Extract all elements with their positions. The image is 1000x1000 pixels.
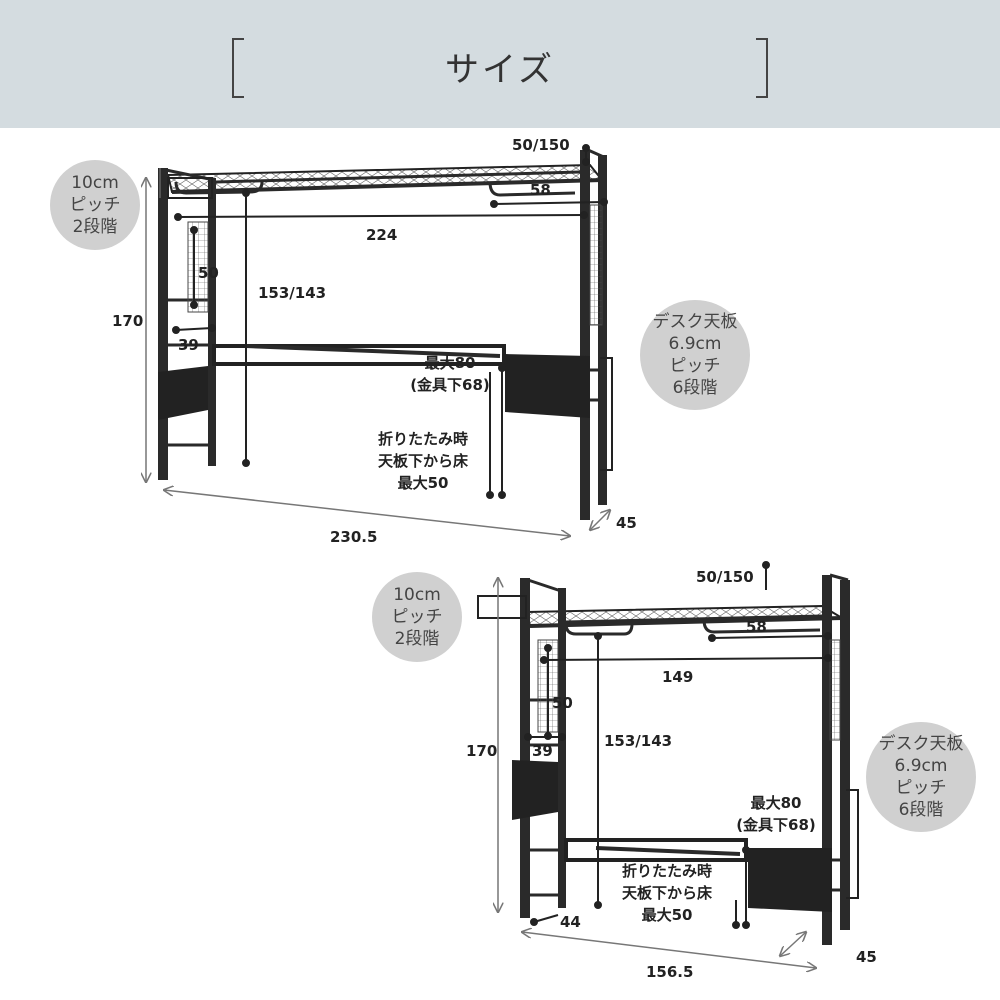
bottom-dim-156-5: 156.5 [646, 963, 694, 981]
bottom-dim-50-150: 50/150 [696, 568, 754, 586]
top-dim-50: 50 [198, 264, 219, 282]
header-band: サイズ [0, 0, 1000, 128]
top-dim-230-5: 230.5 [330, 528, 378, 546]
top-dim-39: 39 [178, 336, 199, 354]
page-title: サイズ [445, 50, 555, 90]
bottom-dim-50: 50 [552, 694, 573, 712]
bottom-arrow-lines [498, 578, 816, 968]
top-dim-170: 170 [112, 312, 144, 330]
bottom-dim-170: 170 [466, 742, 498, 760]
bottom-dim-149: 149 [662, 668, 694, 686]
bottom-max80-label: 最大80(金具下68) [736, 794, 816, 834]
top-dim-45: 45 [616, 514, 637, 532]
top-fold-label: 折りたたみ時天板下から床最大50 [377, 430, 468, 492]
right-bracket [756, 38, 768, 98]
bottom-dim-39: 39 [532, 742, 553, 760]
bottom-dim-58: 58 [746, 618, 767, 636]
top-dim-50-150: 50/150 [512, 136, 570, 154]
bottom-fold-label: 折りたたみ時天板下から床最大50 [621, 862, 712, 924]
left-bracket [232, 38, 244, 98]
bottom-dimension-lines [477, 561, 859, 929]
top-dim-224: 224 [366, 226, 398, 244]
top-dim-153-143: 153/143 [258, 284, 327, 302]
bottom-dim-44: 44 [560, 913, 581, 931]
bottom-dim-153-143: 153/143 [604, 732, 673, 750]
top-dimension-lines [159, 144, 613, 499]
top-dim-58: 58 [530, 181, 551, 199]
top-arrow-lines [146, 178, 610, 536]
top-max80-label: 最大80(金具下68) [410, 354, 490, 394]
bottom-dim-45: 45 [856, 948, 877, 966]
